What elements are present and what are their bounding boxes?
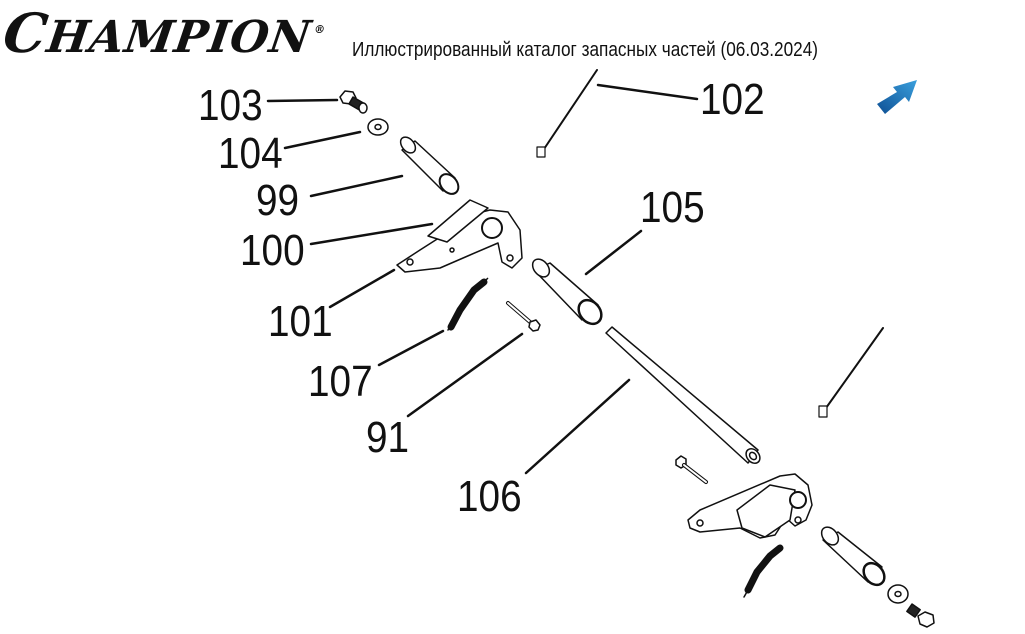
leader-line-104 [283,130,362,150]
callout-100[interactable]: 100 [240,226,305,275]
part-bushing-105 [531,258,603,326]
part-rod-106 [605,326,761,464]
callout-91[interactable]: 91 [366,413,410,462]
leader-line-106 [524,378,631,475]
leader-line-91 [406,332,524,418]
leader-line-107 [377,329,445,367]
leader-line-102 [596,83,699,101]
callout-103[interactable]: 103 [198,81,263,130]
part-washer-104 [367,118,389,136]
callout-107[interactable]: 107 [308,357,373,406]
part-bolt-103 [339,90,368,114]
arrow-up-right-icon [877,80,917,114]
leader-line-103 [266,98,339,103]
callout-99[interactable]: 99 [256,176,300,225]
callout-105[interactable]: 105 [640,183,705,232]
part-spring-lower [743,544,784,598]
leader-line-101 [328,268,396,309]
part-bolt-lower [906,603,935,628]
callout-102[interactable]: 102 [700,75,765,124]
callout-106[interactable]: 106 [457,472,522,521]
part-spring-107 [447,277,489,331]
part-bushing-99 [399,136,460,195]
leader-line-100 [309,222,434,246]
leader-line-105 [584,229,643,276]
part-washer-lower [887,584,909,604]
navigation-arrow-button[interactable] [875,78,921,118]
part-pin-lower [675,455,708,484]
part-link-rod-lower [818,327,884,418]
part-pin-91 [506,301,541,332]
part-arm-bracket-100 [396,199,523,273]
part-arm-bracket-lower [687,473,813,539]
part-bushing-lower [820,526,886,587]
catalog-title: Иллюстрированный каталог запасных частей… [352,39,819,61]
callout-101[interactable]: 101 [268,297,333,346]
leader-line-99 [309,174,404,198]
callout-104[interactable]: 104 [218,129,283,178]
part-link-rod-102 [536,69,598,158]
